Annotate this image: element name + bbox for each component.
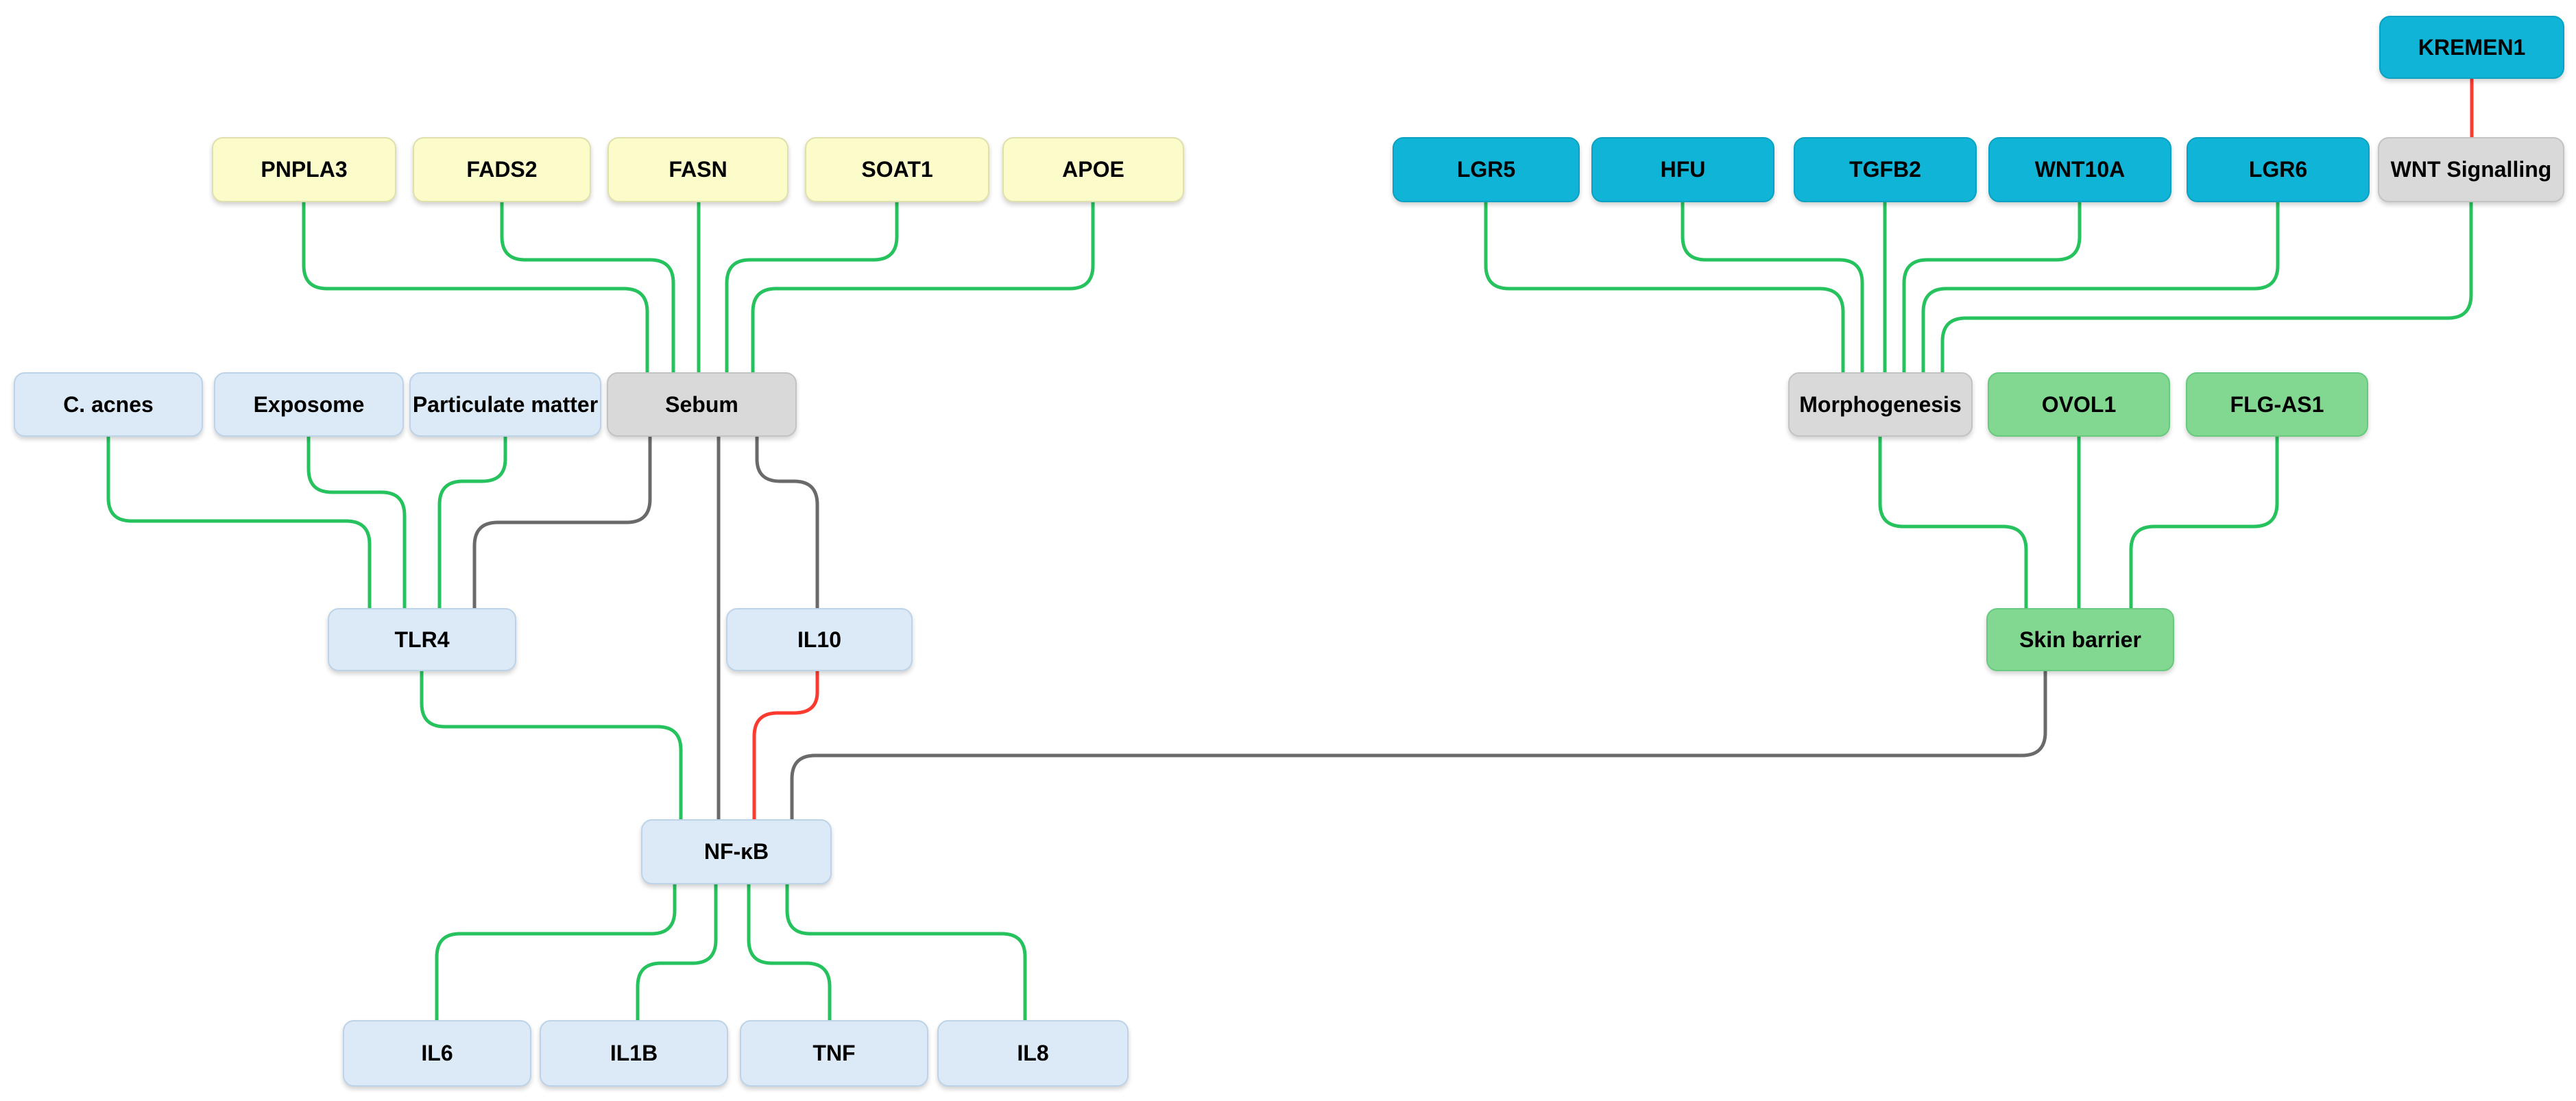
node-skinbarrier: Skin barrier [1986, 608, 2174, 671]
edge-il10-nfkb [752, 671, 819, 819]
edge-nfkb-il1b [636, 884, 718, 1020]
node-nfkb: NF-κB [641, 819, 832, 884]
edge-hfu-morph [1681, 202, 1864, 372]
node-il10: IL10 [726, 608, 913, 671]
node-fasn: FASN [607, 137, 789, 202]
node-morph-label: Morphogenesis [1799, 391, 1962, 417]
edge-tlr4-nfkb [420, 671, 683, 819]
edge-wnt10a-morph [1902, 202, 2082, 372]
node-il6-label: IL6 [421, 1041, 453, 1065]
node-flgas1: FLG-AS1 [2186, 372, 2368, 437]
node-lgr6: LGR6 [2187, 137, 2370, 202]
node-il8: IL8 [937, 1020, 1129, 1087]
node-il6: IL6 [343, 1020, 531, 1087]
edge-partmatter-tlr4 [437, 437, 507, 608]
node-il1b-label: IL1B [610, 1041, 658, 1065]
node-wnt10a: WNT10A [1988, 137, 2171, 202]
node-kremen1-label: KREMEN1 [2418, 34, 2526, 60]
node-wntsig: WNT Signalling [2378, 137, 2564, 202]
node-pnpla3: PNPLA3 [212, 137, 396, 202]
edge-skinbarrier-nfkb [790, 671, 2047, 819]
edge-cacnes-tlr4 [106, 437, 372, 608]
node-tlr4-label: TLR4 [394, 627, 450, 652]
edge-soat1-sebum [725, 202, 899, 372]
node-ovol1-label: OVOL1 [2041, 391, 2117, 417]
edge-nfkb-il6 [435, 884, 677, 1020]
edge-apoe-sebum [751, 202, 1095, 372]
edge-fads2-sebum [500, 202, 675, 372]
edge-nfkb-tnf [747, 884, 832, 1020]
node-partmatter-label: Particulate matter [412, 391, 599, 417]
edge-sebum-tlr4 [472, 437, 652, 608]
edge-morph-skinbarrier [1878, 437, 2028, 608]
edge-wntsig-morph [1940, 202, 2473, 372]
node-soat1-label: SOAT1 [861, 157, 933, 182]
node-tgfb2-label: TGFB2 [1849, 157, 1921, 182]
node-exposome: Exposome [214, 372, 404, 437]
node-wnt10a-label: WNT10A [2034, 157, 2126, 182]
node-lgr5: LGR5 [1393, 137, 1580, 202]
node-il1b: IL1B [540, 1020, 728, 1087]
node-sebum: Sebum [607, 372, 797, 437]
node-morph: Morphogenesis [1788, 372, 1973, 437]
node-partmatter: Particulate matter [409, 372, 601, 437]
edge-flgas1-skinbarrier [2129, 437, 2279, 608]
node-lgr5-label: LGR5 [1456, 157, 1516, 182]
node-tgfb2: TGFB2 [1794, 137, 1977, 202]
node-apoe-label: APOE [1062, 157, 1124, 182]
edge-pnpla3-sebum [302, 202, 649, 372]
node-soat1: SOAT1 [805, 137, 989, 202]
node-tlr4: TLR4 [328, 608, 516, 671]
edge-lgr6-morph [1921, 202, 2280, 372]
node-fads2: FADS2 [413, 137, 591, 202]
node-flgas1-label: FLG-AS1 [2230, 391, 2324, 417]
edge-nfkb-il8 [785, 884, 1027, 1020]
node-tnf: TNF [740, 1020, 928, 1087]
node-cacnes-label: C. acnes [63, 391, 154, 417]
edge-sebum-il10 [755, 437, 819, 608]
node-fads2-label: FADS2 [466, 157, 538, 182]
node-wntsig-label: WNT Signalling [2390, 157, 2552, 182]
node-kremen1: KREMEN1 [2379, 16, 2564, 79]
node-hfu: HFU [1591, 137, 1774, 202]
node-pnpla3-label: PNPLA3 [261, 157, 348, 182]
node-il8-label: IL8 [1017, 1041, 1049, 1065]
node-il10-label: IL10 [797, 627, 842, 652]
edge-lgr5-morph [1484, 202, 1845, 372]
node-apoe: APOE [1002, 137, 1184, 202]
node-sebum-label: Sebum [665, 391, 738, 417]
node-tnf-label: TNF [812, 1041, 856, 1065]
edge-exposome-tlr4 [306, 437, 407, 608]
node-lgr6-label: LGR6 [2248, 157, 2308, 182]
node-exposome-label: Exposome [253, 391, 365, 417]
node-cacnes: C. acnes [14, 372, 203, 437]
node-ovol1: OVOL1 [1988, 372, 2170, 437]
node-fasn-label: FASN [669, 157, 727, 182]
node-skinbarrier-label: Skin barrier [2019, 627, 2141, 652]
node-hfu-label: HFU [1660, 157, 1706, 182]
node-nfkb-label: NF-κB [703, 839, 769, 864]
